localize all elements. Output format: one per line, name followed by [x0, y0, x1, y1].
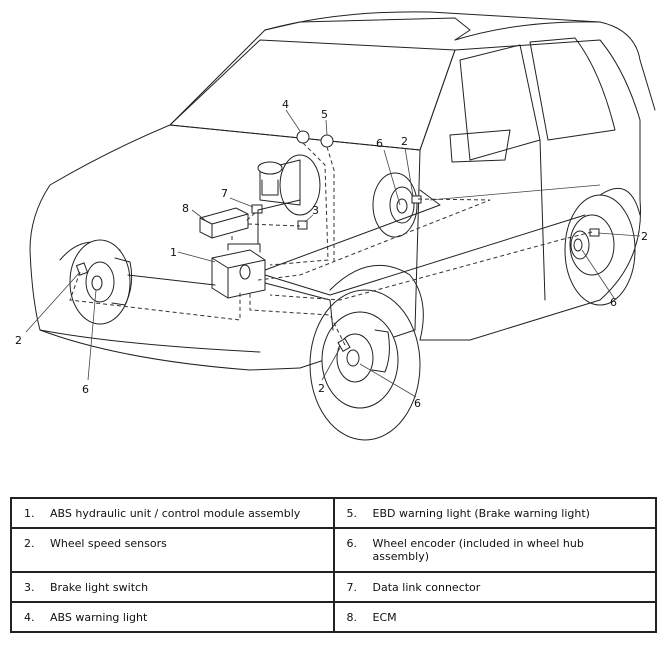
callout-5: 5	[321, 108, 328, 121]
callout-4: 4	[282, 98, 289, 111]
callout-6-rear-left: 6	[376, 137, 383, 150]
legend-item-5: 5.EBD warning light (Brake warning light…	[332, 497, 657, 529]
legend-table: 1.ABS hydraulic unit / control module as…	[10, 497, 657, 633]
callout-8: 8	[182, 202, 189, 215]
legend-row: 2.Wheel speed sensors 6.Wheel encoder (i…	[10, 527, 657, 573]
legend-item-2: 2.Wheel speed sensors	[10, 527, 335, 573]
wheel-front-left	[69, 239, 133, 325]
callout-1: 1	[170, 246, 177, 259]
wheel-rear-left	[372, 172, 418, 238]
vehicle-outline	[29, 11, 656, 371]
wheel-rear-right	[564, 194, 636, 306]
callout-2-rear-right: 2	[641, 230, 648, 243]
abs-hydraulic-unit	[211, 243, 266, 299]
callout-3: 3	[312, 204, 319, 217]
legend-item-8: 8.ECM	[332, 601, 657, 633]
legend-row: 3.Brake light switch 7.Data link connect…	[10, 571, 657, 603]
wheel-front-right	[309, 289, 421, 441]
callout-6-rear-right: 6	[610, 296, 617, 309]
brake-light-switch	[297, 220, 308, 230]
callout-labels: 1 2 2 2 2 3 4 5 6 6 6 6 7 8	[15, 98, 648, 410]
legend-item-4: 4.ABS warning light	[10, 601, 335, 633]
callout-2-front-right: 2	[318, 382, 325, 395]
callout-2-front-left: 2	[15, 334, 22, 347]
legend-item-3: 3.Brake light switch	[10, 571, 335, 603]
ecm-box	[199, 207, 249, 239]
callout-6-front-right: 6	[414, 397, 421, 410]
brake-lines-and-wiring	[69, 142, 593, 346]
callout-7: 7	[221, 187, 228, 200]
legend-item-7: 7.Data link connector	[332, 571, 657, 603]
callout-2-rear-left: 2	[401, 135, 408, 148]
abs-system-diagram: 1 2 2 2 2 3 4 5 6 6 6 6 7 8	[15, 11, 656, 441]
leader-lines	[25, 109, 641, 398]
legend-row: 1.ABS hydraulic unit / control module as…	[10, 497, 657, 529]
master-cylinder-booster	[257, 154, 321, 216]
warning-lights	[296, 130, 334, 148]
legend-item-6: 6.Wheel encoder (included in wheel hub a…	[332, 527, 657, 573]
callout-6-front-left: 6	[82, 383, 89, 396]
legend-item-1: 1.ABS hydraulic unit / control module as…	[10, 497, 335, 529]
wheel-speed-sensors	[75, 195, 600, 353]
legend-row: 4.ABS warning light 8.ECM	[10, 601, 657, 633]
